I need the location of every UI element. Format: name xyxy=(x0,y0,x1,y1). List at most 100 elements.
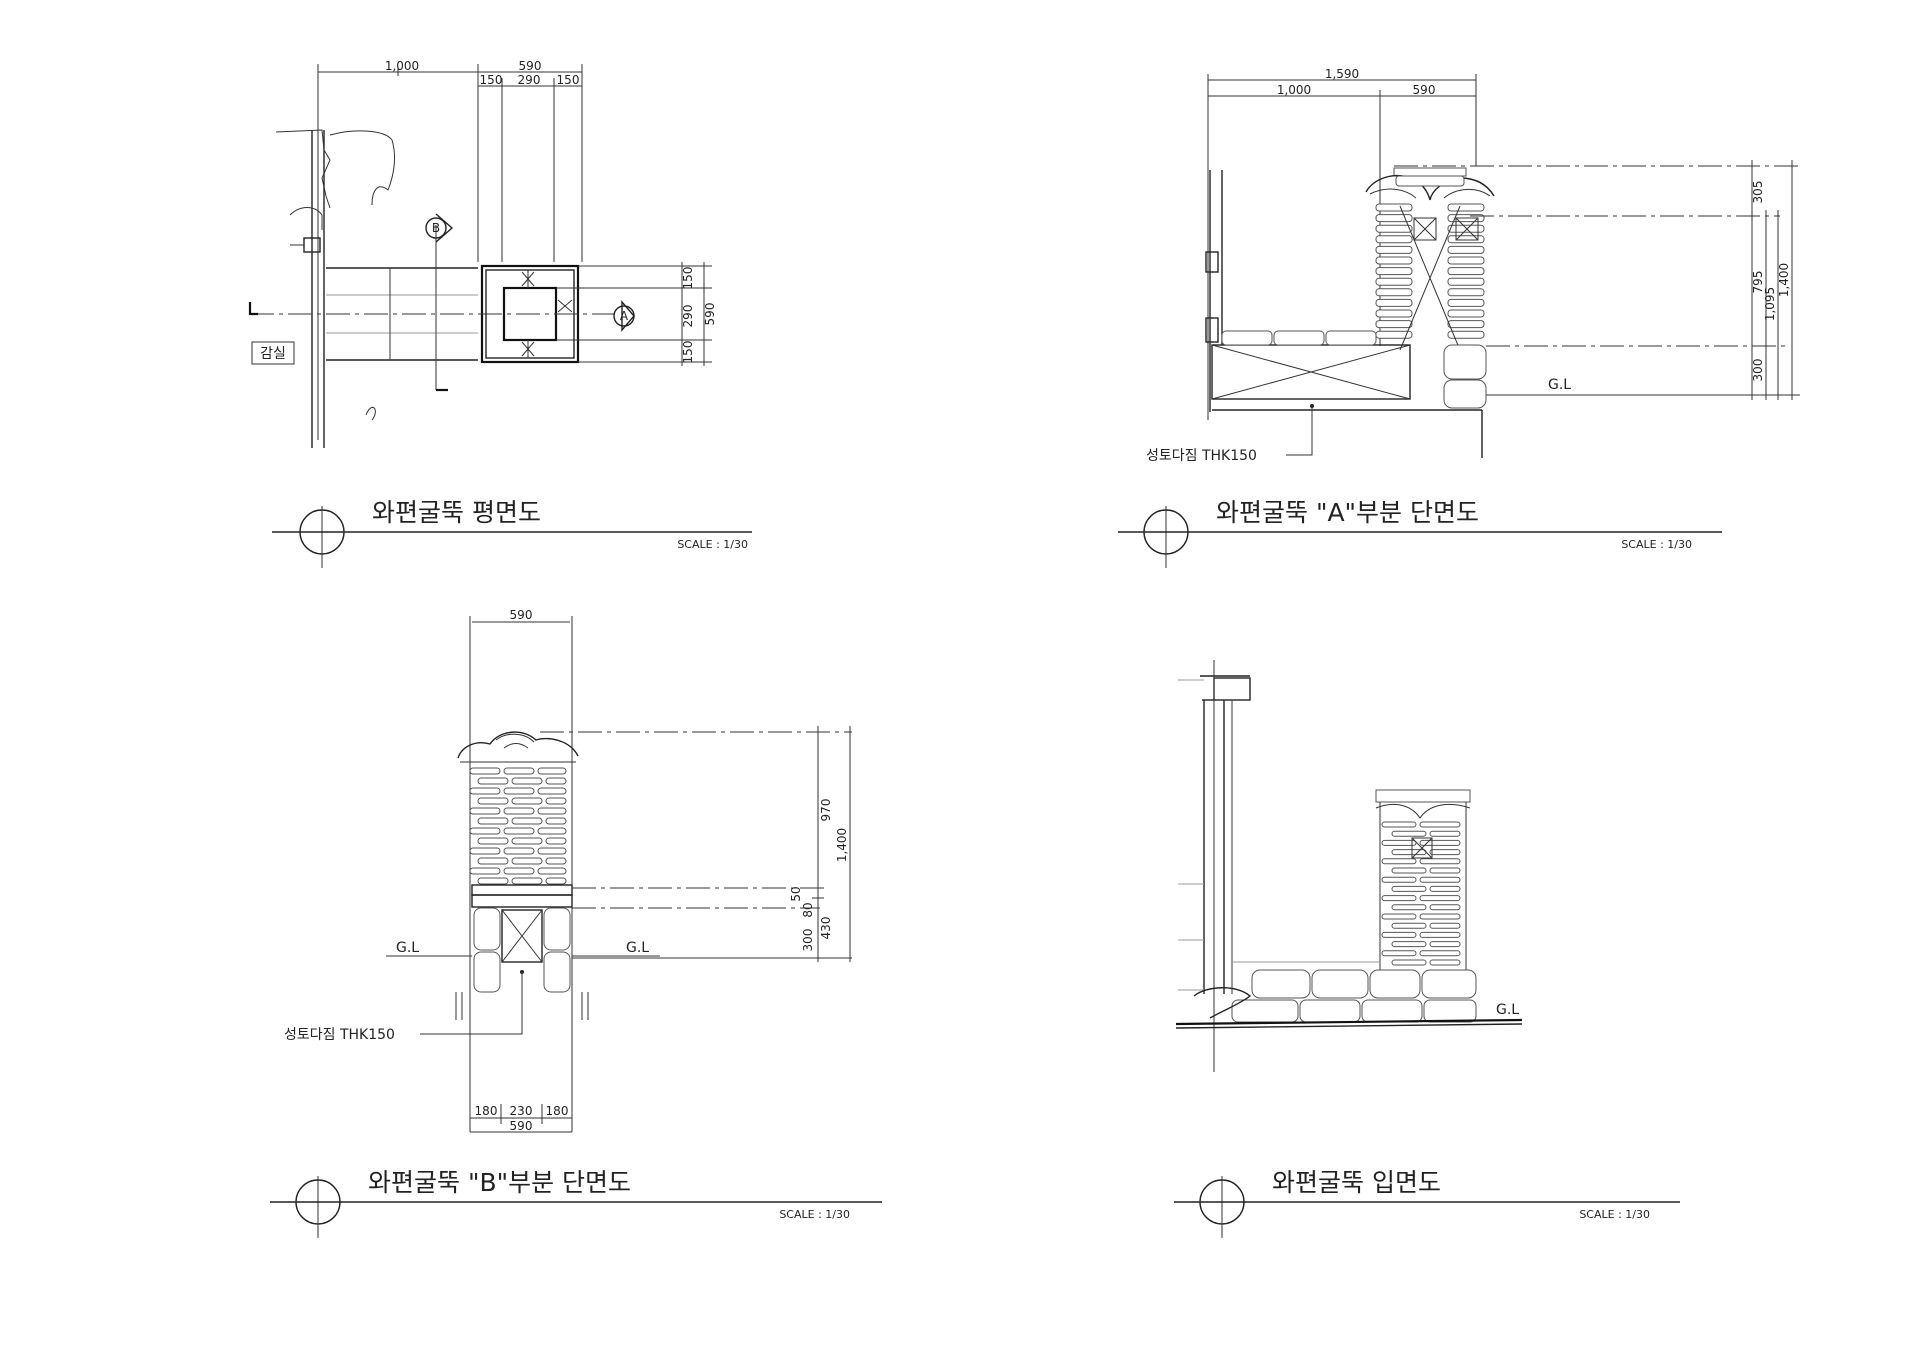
brick-course xyxy=(1375,330,1413,339)
secB-dim-b180a: 180 xyxy=(475,1104,498,1118)
plan-drawing: 1,000 590 150 290 150 xyxy=(248,59,752,568)
plan-dim-r150a: 150 xyxy=(681,267,695,290)
secB-dim-80: 80 xyxy=(801,902,815,917)
brick-course xyxy=(1375,245,1413,254)
brick-course xyxy=(511,797,543,805)
brick-course xyxy=(1429,830,1461,837)
brick-course xyxy=(537,807,567,815)
plan-dim-r590: 590 xyxy=(703,303,717,326)
brick-course xyxy=(1419,913,1461,920)
brick-course xyxy=(537,787,567,795)
plan-scale: SCALE : 1/30 xyxy=(677,538,748,551)
brick-course xyxy=(477,777,509,785)
secA-dim-795: 795 xyxy=(1751,271,1765,294)
brick-course xyxy=(469,787,501,795)
secA-gl-label: G.L xyxy=(1548,377,1571,393)
brick-course xyxy=(1375,267,1413,276)
secB-dim-970: 970 xyxy=(819,799,833,822)
secA-fill-label: 성토다짐 THK150 xyxy=(1146,448,1257,464)
brick-course xyxy=(503,847,535,855)
plan-dim-590: 590 xyxy=(519,59,542,73)
brick-course xyxy=(545,877,567,885)
plan-dim-r290: 290 xyxy=(681,305,695,328)
brick-course xyxy=(1381,950,1417,957)
brick-course xyxy=(1429,922,1461,929)
brick-course xyxy=(1375,320,1413,329)
brick-course xyxy=(1419,839,1461,846)
brick-course xyxy=(1429,904,1461,911)
brick-course xyxy=(1375,256,1413,265)
brick-course xyxy=(469,847,501,855)
brick-course xyxy=(1375,288,1413,297)
brick-course xyxy=(1391,904,1427,911)
brick-course xyxy=(1429,941,1461,948)
brick-course xyxy=(545,797,567,805)
secB-dim-1400: 1,400 xyxy=(835,828,849,862)
elev-gl-label: G.L xyxy=(1496,1002,1519,1018)
brick-course xyxy=(1381,858,1417,865)
brick-course xyxy=(477,857,509,865)
brick-course xyxy=(1375,309,1413,318)
brick-course xyxy=(1391,922,1427,929)
brick-course xyxy=(1375,277,1413,286)
secB-title: 와편굴뚝 "B"부분 단면도 xyxy=(368,1168,631,1197)
brick-course xyxy=(1381,821,1417,828)
brick-course xyxy=(545,777,567,785)
brick-course xyxy=(477,877,509,885)
brick-course xyxy=(1447,277,1485,286)
brick-course xyxy=(1447,203,1485,212)
secB-dim-b590: 590 xyxy=(510,1119,533,1133)
brick-course xyxy=(1419,895,1461,902)
secA-dim-590: 590 xyxy=(1413,83,1436,97)
brick-course xyxy=(537,867,567,875)
brick-course xyxy=(1447,288,1485,297)
brick-course xyxy=(1447,256,1485,265)
brick-course xyxy=(469,807,501,815)
brick-course xyxy=(537,847,567,855)
brick-course xyxy=(469,867,501,875)
brick-course xyxy=(503,867,535,875)
brick-course xyxy=(1429,885,1461,892)
brick-course xyxy=(1375,203,1413,212)
section-marker-a[interactable]: A xyxy=(613,300,635,332)
brick-course xyxy=(503,827,535,835)
brick-course xyxy=(1381,895,1417,902)
brick-course xyxy=(1381,931,1417,938)
brick-course xyxy=(1391,959,1427,966)
section-marker-b[interactable]: B xyxy=(425,213,454,243)
brick-course xyxy=(1381,839,1417,846)
plan-dim-r150b: 150 xyxy=(681,341,695,364)
brick-course xyxy=(503,807,535,815)
secA-dim-1000: 1,000 xyxy=(1277,83,1311,97)
secA-dim-1400: 1,400 xyxy=(1777,263,1791,297)
room-label: 감실 xyxy=(260,346,286,362)
secA-dim-1590: 1,590 xyxy=(1325,67,1359,81)
brick-course xyxy=(537,767,567,775)
brick-course xyxy=(477,817,509,825)
plan-dim-150a: 150 xyxy=(480,73,503,87)
elev-title: 와편굴뚝 입면도 xyxy=(1272,1168,1441,1197)
brick-course xyxy=(1419,950,1461,957)
secB-dim-50: 50 xyxy=(789,886,803,901)
brick-course xyxy=(537,827,567,835)
brick-course xyxy=(503,767,535,775)
brick-course xyxy=(1447,235,1485,244)
brick-course xyxy=(545,837,567,845)
plan-dim-1000: 1,000 xyxy=(385,59,419,73)
brick-course xyxy=(511,837,543,845)
brick-course xyxy=(477,797,509,805)
brick-course xyxy=(469,767,501,775)
brick-course xyxy=(1391,830,1427,837)
brick-course xyxy=(1375,214,1413,223)
secB-dim-430: 430 xyxy=(819,917,833,940)
brick-course xyxy=(1375,224,1413,233)
brick-course xyxy=(1447,330,1485,339)
plan-dim-150b: 150 xyxy=(557,73,580,87)
brick-course xyxy=(1419,858,1461,865)
plan-dim-290: 290 xyxy=(518,73,541,87)
brick-course xyxy=(1429,849,1461,856)
secB-dim-590-top: 590 xyxy=(510,608,533,622)
brick-course xyxy=(511,777,543,785)
secB-fill-label: 성토다짐 THK150 xyxy=(284,1027,395,1043)
